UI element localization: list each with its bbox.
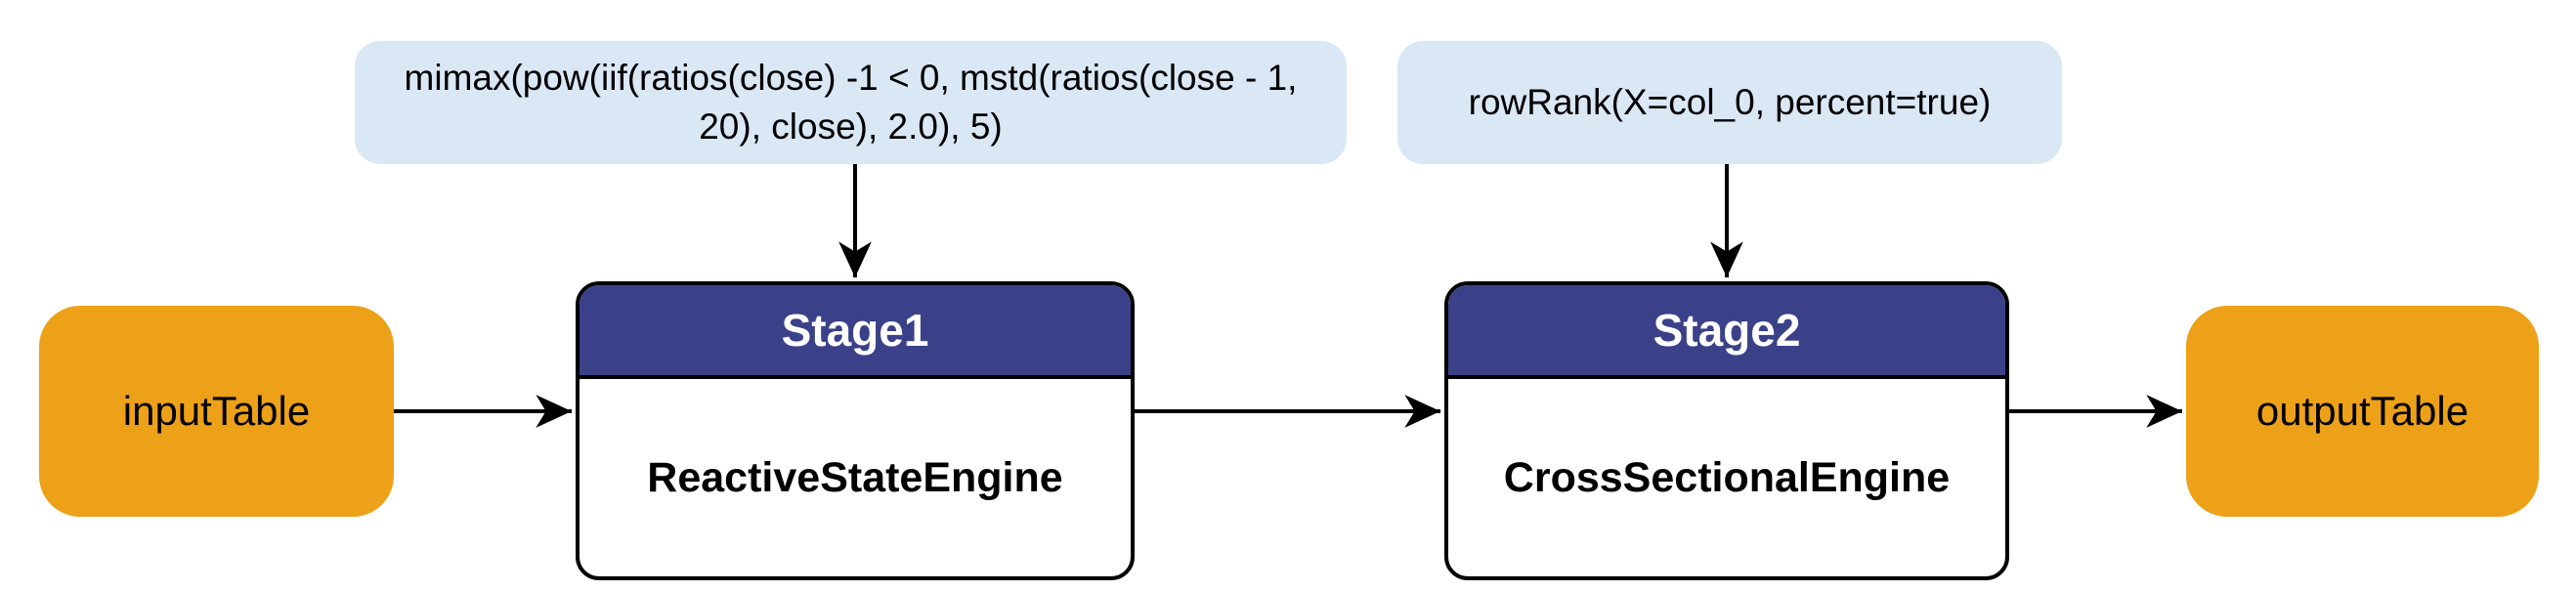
- input-table-node: inputTable: [39, 306, 394, 517]
- stage1-node: Stage1 ReactiveStateEngine: [576, 281, 1135, 580]
- output-table-label: outputTable: [2255, 388, 2469, 434]
- stage2-header: Stage2: [1448, 285, 2005, 379]
- output-table-node: outputTable: [2186, 306, 2539, 517]
- stage1-header: Stage1: [580, 285, 1131, 379]
- stage1-title: Stage1: [781, 305, 929, 356]
- stage1-engine-label: ReactiveStateEngine: [647, 453, 1063, 501]
- stage1-metrics-annotation: mimax(pow(iif(ratios(close) -1 < 0, mstd…: [355, 41, 1347, 164]
- stage2-title: Stage2: [1653, 305, 1801, 356]
- stage2-engine-label: CrossSectionalEngine: [1503, 453, 1951, 501]
- stage2-metrics-annotation: rowRank(X=col_0, percent=true): [1397, 41, 2062, 164]
- stage1-metrics-text: mimax(pow(iif(ratios(close) -1 < 0, mstd…: [404, 58, 1298, 147]
- stage1-body: ReactiveStateEngine: [580, 379, 1131, 576]
- stage2-metrics-text: rowRank(X=col_0, percent=true): [1468, 82, 1992, 123]
- stage2-node: Stage2 CrossSectionalEngine: [1444, 281, 2009, 580]
- stage2-body: CrossSectionalEngine: [1448, 379, 2005, 576]
- input-table-label: inputTable: [122, 388, 311, 434]
